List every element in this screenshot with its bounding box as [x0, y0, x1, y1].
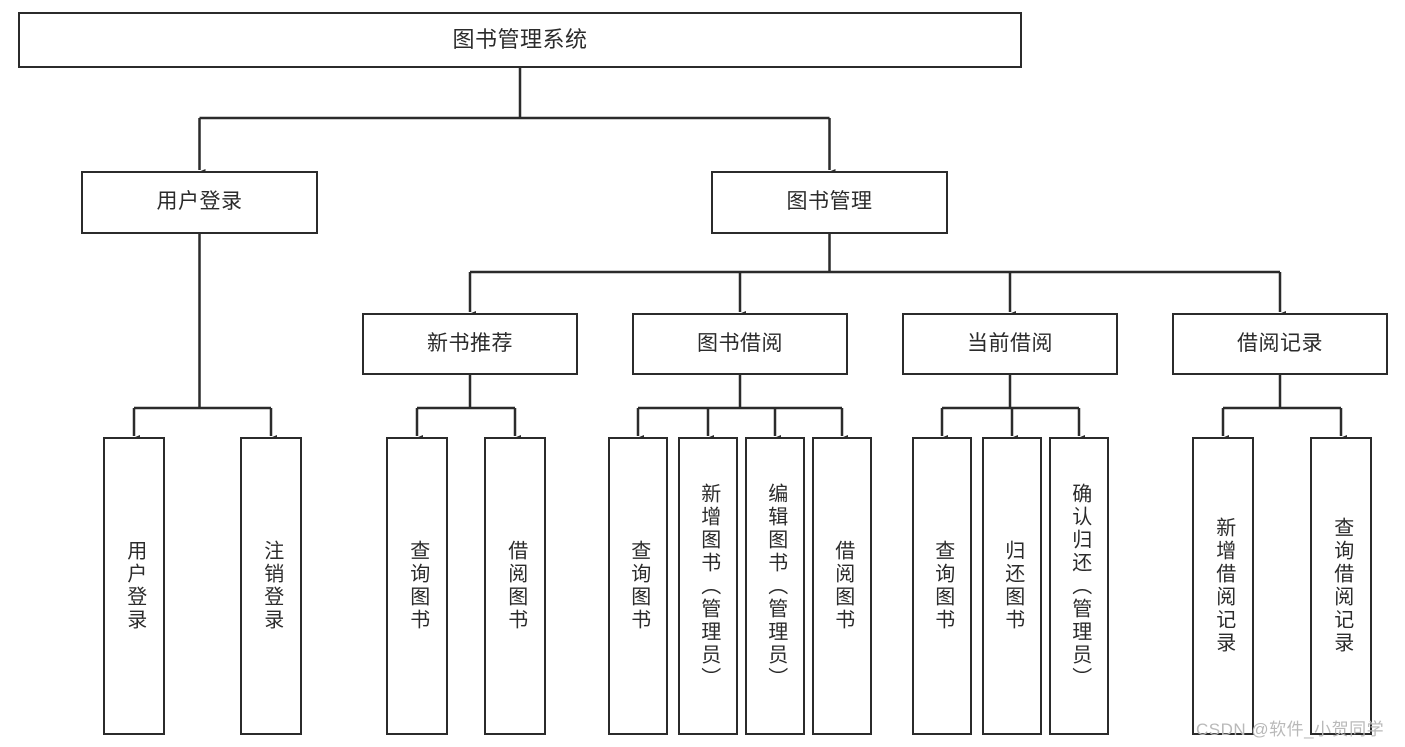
- node-leaf-query-book-1[interactable]: 查询图书: [386, 437, 448, 735]
- node-label-leaf-add-record: 新增借阅记录: [1212, 517, 1235, 655]
- node-label-root: 图书管理系统: [452, 27, 588, 53]
- node-label-leaf-query-record: 查询借阅记录: [1330, 517, 1353, 655]
- node-root[interactable]: 图书管理系统: [18, 12, 1022, 68]
- node-leaf-add-book[interactable]: 新增图书（管理员）: [678, 437, 738, 735]
- node-label-borrow-record: 借阅记录: [1237, 331, 1323, 355]
- node-label-leaf-user-login: 用户登录: [123, 540, 146, 632]
- node-label-leaf-query-book-1: 查询图书: [406, 540, 429, 632]
- node-book-manage[interactable]: 图书管理: [711, 171, 948, 234]
- node-label-leaf-confirm-return: 确认归还（管理员）: [1068, 482, 1091, 690]
- node-leaf-user-login[interactable]: 用户登录: [103, 437, 165, 735]
- node-label-leaf-borrow-book-1: 借阅图书: [504, 540, 527, 632]
- node-label-leaf-query-book-3: 查询图书: [931, 540, 954, 632]
- node-label-current-borrow: 当前借阅: [967, 331, 1053, 355]
- node-leaf-return-book[interactable]: 归还图书: [982, 437, 1042, 735]
- node-leaf-add-record[interactable]: 新增借阅记录: [1192, 437, 1254, 735]
- node-label-leaf-logout: 注销登录: [260, 540, 283, 632]
- node-label-book-borrow: 图书借阅: [697, 331, 783, 355]
- node-label-user-login: 用户登录: [156, 190, 243, 214]
- node-leaf-logout[interactable]: 注销登录: [240, 437, 302, 735]
- node-leaf-query-record[interactable]: 查询借阅记录: [1310, 437, 1372, 735]
- node-user-login[interactable]: 用户登录: [81, 171, 318, 234]
- node-leaf-borrow-book-1[interactable]: 借阅图书: [484, 437, 546, 735]
- node-borrow-record[interactable]: 借阅记录: [1172, 313, 1388, 375]
- node-book-borrow[interactable]: 图书借阅: [632, 313, 848, 375]
- node-label-leaf-borrow-book-2: 借阅图书: [831, 540, 854, 632]
- node-label-leaf-edit-book: 编辑图书（管理员）: [764, 482, 787, 690]
- node-label-leaf-query-book-2: 查询图书: [627, 540, 650, 632]
- node-label-leaf-add-book: 新增图书（管理员）: [697, 482, 720, 690]
- node-new-book-recommend[interactable]: 新书推荐: [362, 313, 578, 375]
- edge-group: [128, 68, 1347, 445]
- node-leaf-query-book-3[interactable]: 查询图书: [912, 437, 972, 735]
- csdn-watermark: CSDN @软件_小贺同学: [1196, 720, 1385, 739]
- node-current-borrow[interactable]: 当前借阅: [902, 313, 1118, 375]
- node-label-book-manage: 图书管理: [786, 190, 873, 214]
- node-label-leaf-return-book: 归还图书: [1001, 540, 1024, 632]
- node-leaf-edit-book[interactable]: 编辑图书（管理员）: [745, 437, 805, 735]
- node-leaf-borrow-book-2[interactable]: 借阅图书: [812, 437, 872, 735]
- node-leaf-query-book-2[interactable]: 查询图书: [608, 437, 668, 735]
- node-label-new-book-recommend: 新书推荐: [427, 331, 513, 355]
- node-leaf-confirm-return[interactable]: 确认归还（管理员）: [1049, 437, 1109, 735]
